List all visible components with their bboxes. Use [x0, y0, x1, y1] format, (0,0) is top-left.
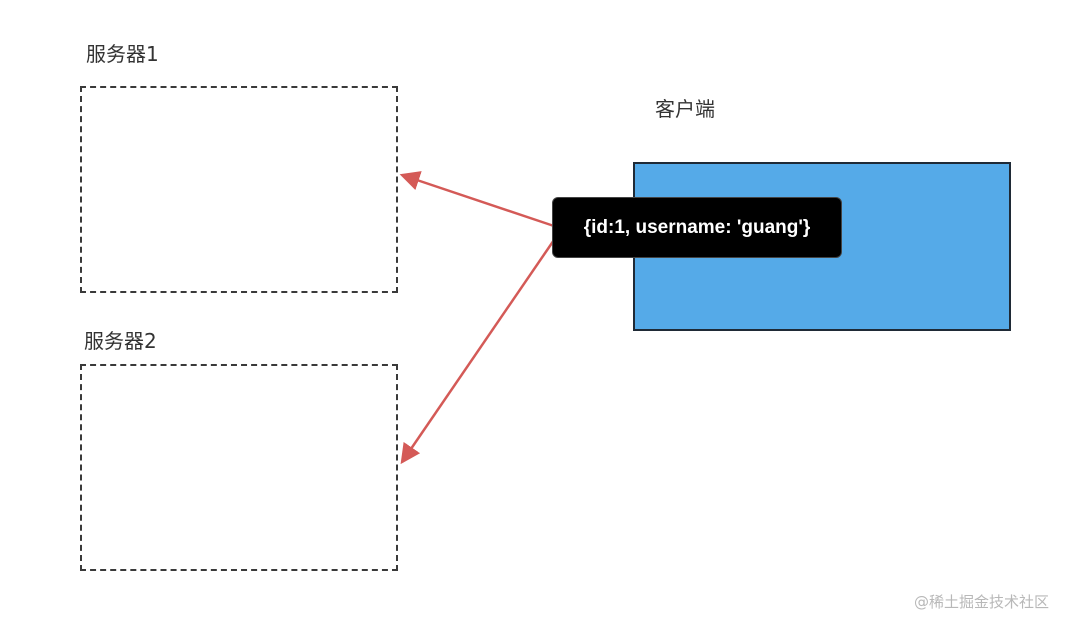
arrow-to-server-2 — [400, 239, 556, 465]
client-label: 客户端 — [655, 97, 715, 121]
token-tag: {id:1, username: 'guang'} — [552, 197, 842, 258]
watermark: @稀土掘金技术社区 — [914, 593, 1050, 611]
server-1-label: 服务器1 — [86, 42, 159, 66]
arrow-to-server-1 — [399, 171, 555, 228]
server-2-box — [80, 364, 398, 571]
server-1-box — [80, 86, 398, 293]
server-2-label: 服务器2 — [84, 329, 157, 353]
